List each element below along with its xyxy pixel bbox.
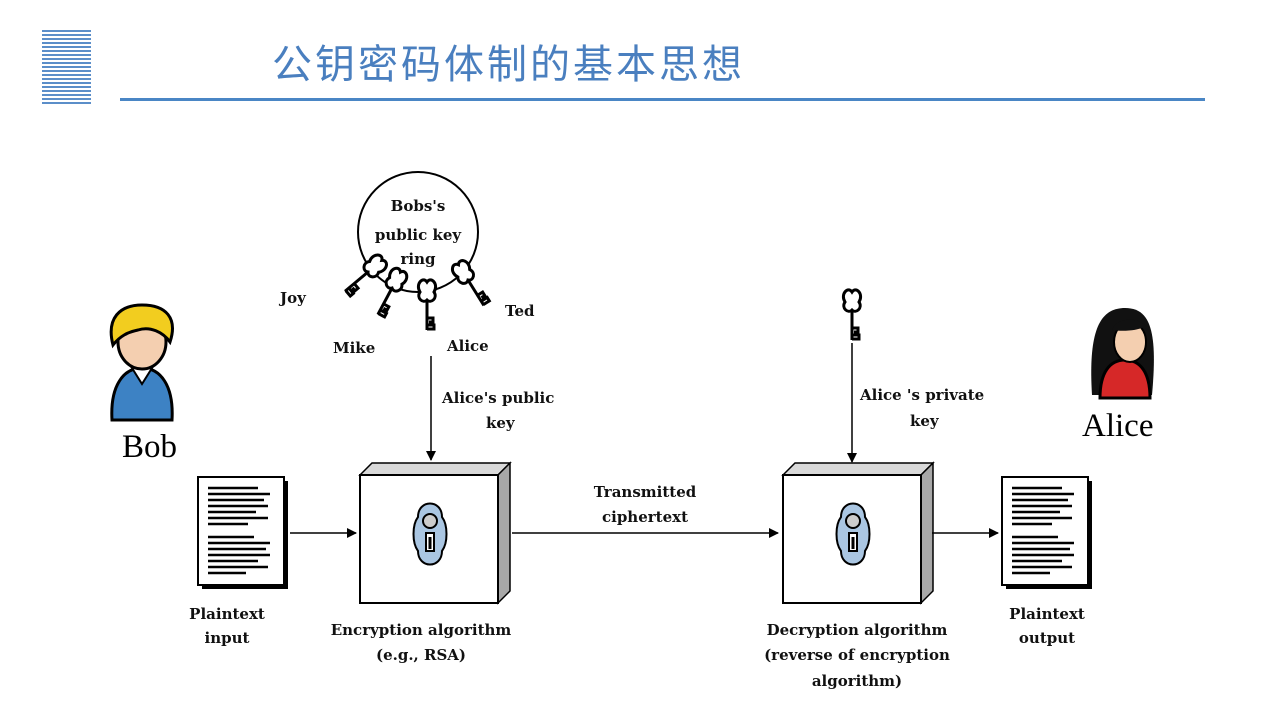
alice-name: Alice [1082, 408, 1153, 444]
plaintext-input-label-line-2: input [205, 629, 250, 647]
decryption-label-line-1: Decryption algorithm [767, 621, 948, 639]
bob-name: Bob [122, 429, 177, 465]
slide-title: 公钥密码体制的基本思想 [272, 42, 745, 88]
plaintext-input-label-line-1: Plaintext [189, 605, 265, 623]
decryption-label-line-2: (reverse of encryption [764, 646, 950, 664]
key-icon-ted [448, 256, 493, 312]
public-key-label-line-2: key [486, 414, 516, 432]
alice-avatar-icon [1091, 308, 1154, 400]
key-ring-label-line-1: Bobs's [391, 197, 446, 215]
key-label-joy: Joy [278, 289, 307, 307]
channel-label-line-2: ciphertext [602, 508, 688, 526]
key-ring: Bobs's public key ring Joy Mike Alice Te… [278, 171, 535, 357]
encryption-label-line-1: Encryption algorithm [331, 621, 512, 639]
plaintext-output-document-icon [1000, 475, 1094, 591]
key-ring-label-line-2: public key [375, 226, 463, 244]
key-ring-circle [357, 171, 479, 293]
private-key-label-line-1: Alice 's private [859, 386, 984, 404]
public-key-label-line-1: Alice's public [441, 389, 554, 407]
key-label-ted: Ted [505, 302, 535, 320]
plaintext-output-label-line-2: output [1019, 629, 1075, 647]
decryption-label-line-3: algorithm) [812, 672, 902, 690]
key-label-mike: Mike [333, 339, 375, 357]
private-key-label-line-2: key [910, 412, 940, 430]
key-ring-label-line-3: ring [401, 250, 437, 268]
encryption-label-line-2: (e.g., RSA) [376, 646, 466, 664]
title-underline [120, 98, 1205, 101]
decryption-box [781, 461, 935, 605]
title-stripe-decoration [42, 30, 91, 104]
plaintext-input-document-icon [196, 475, 290, 591]
bob-avatar-icon [109, 303, 174, 422]
channel-label-line-1: Transmitted [594, 483, 697, 501]
plaintext-output-label-line-1: Plaintext [1009, 605, 1085, 623]
key-icon-alice-private [841, 288, 863, 342]
key-label-alice: Alice [446, 337, 489, 355]
key-icon-alice-public [416, 278, 438, 332]
encryption-box [358, 461, 512, 605]
